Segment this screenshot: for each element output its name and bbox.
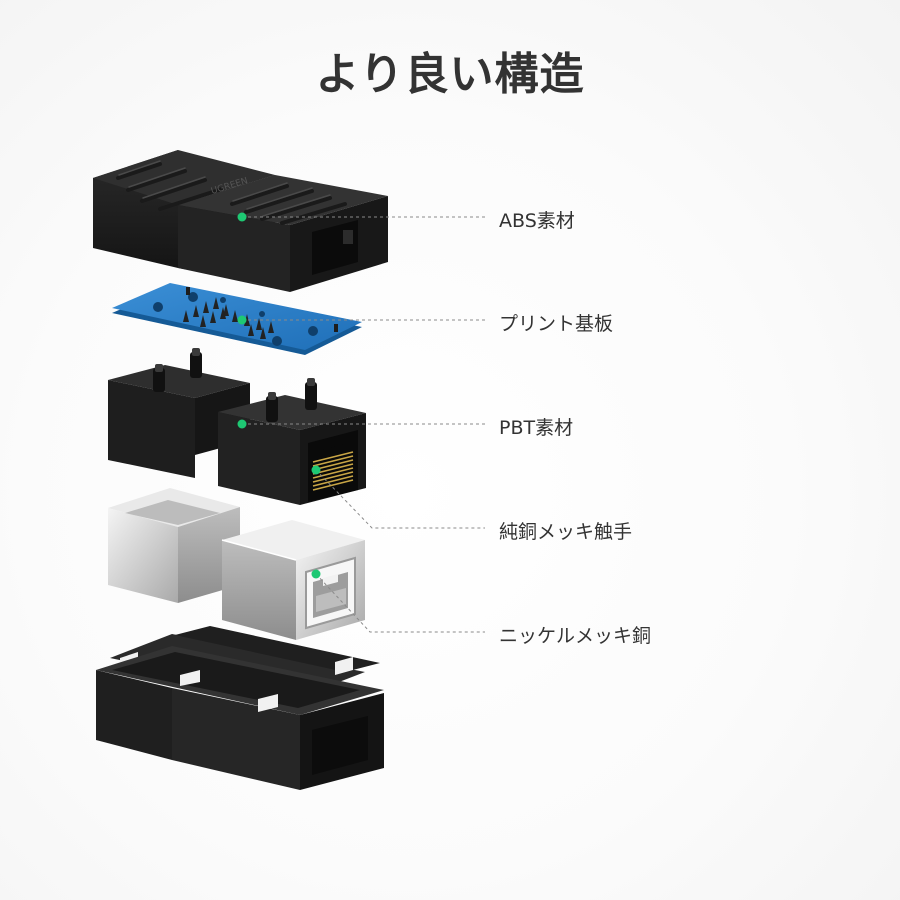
abs-bottom-housing [96, 626, 384, 790]
callout-dots [237, 212, 321, 579]
callout-line-contacts [315, 469, 485, 529]
label-copper-contacts: 純銅メッキ触手 [499, 521, 633, 543]
callout-dot-contacts [311, 465, 321, 475]
callout-dot-pbt [237, 419, 247, 429]
abs-top-housing: UGREEN [93, 150, 388, 292]
callout-dot-pcb [237, 315, 247, 325]
pcb-board [112, 283, 362, 355]
callout-line-shell [315, 573, 485, 633]
label-nickel-shell: ニッケルメッキ銅 [499, 625, 652, 647]
page-title: より良い構造 [315, 49, 585, 100]
callout-dot-abs [237, 212, 247, 222]
label-abs-material: ABS素材 [499, 210, 575, 232]
callout-dot-shell [311, 569, 321, 579]
metal-shells [108, 488, 365, 640]
label-pcb: プリント基板 [499, 313, 614, 335]
label-pbt-material: PBT素材 [499, 417, 574, 439]
callouts [242, 216, 485, 633]
pbt-blocks [108, 348, 366, 505]
